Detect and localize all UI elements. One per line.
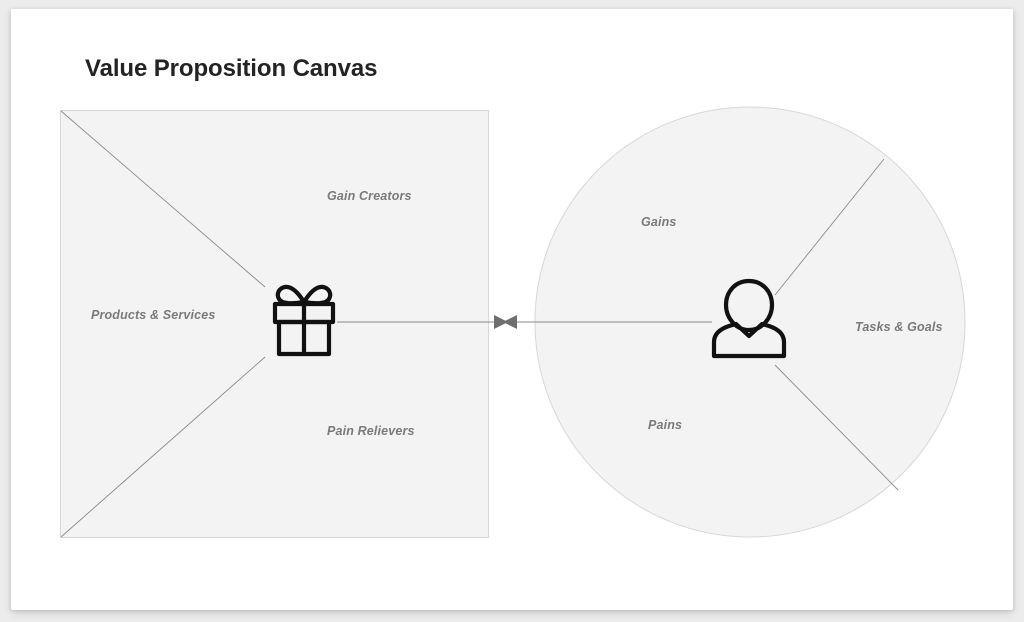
label-pains: Pains bbox=[648, 418, 683, 432]
label-tasks-goals: Tasks & Goals bbox=[855, 320, 943, 334]
label-gain-creators: Gain Creators bbox=[327, 189, 412, 203]
label-gains: Gains bbox=[641, 215, 677, 229]
circle-divider-upper bbox=[774, 158, 885, 296]
person-icon bbox=[711, 278, 787, 359]
page-title: Value Proposition Canvas bbox=[85, 55, 378, 82]
connector-arrow-left-icon bbox=[503, 315, 517, 329]
square-divider-lower bbox=[60, 356, 266, 538]
label-products-services: Products & Services bbox=[91, 308, 216, 322]
label-pain-relievers: Pain Relievers bbox=[327, 424, 415, 438]
gift-icon bbox=[272, 284, 336, 357]
circle-divider-lower bbox=[774, 364, 899, 491]
connector-arrow-right-icon bbox=[494, 315, 508, 329]
square-divider-upper bbox=[60, 110, 266, 288]
